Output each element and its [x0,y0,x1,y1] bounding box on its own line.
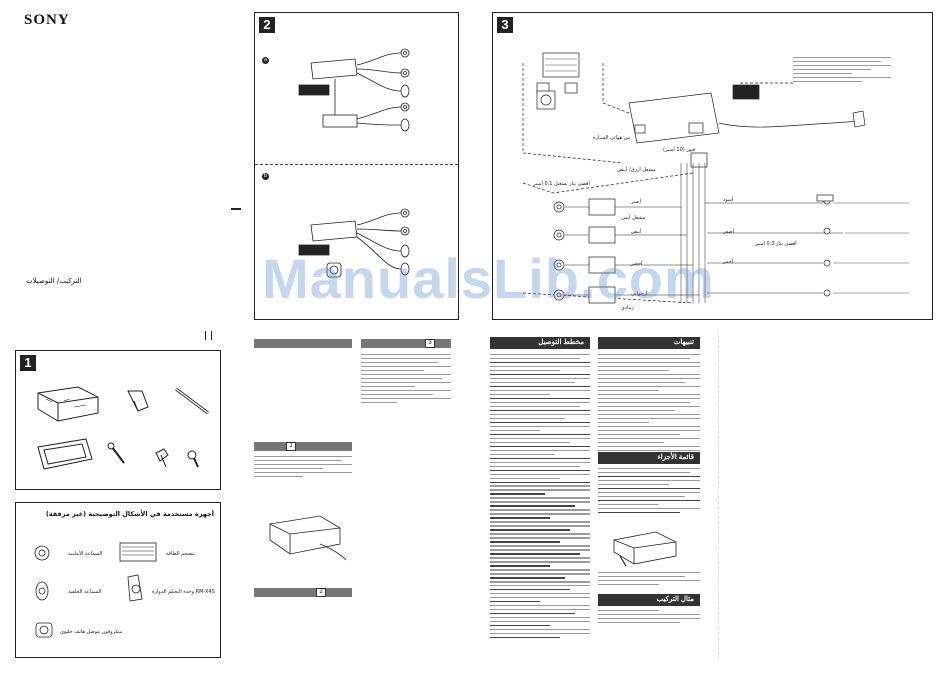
watermark: ManualsLib.com [262,247,715,310]
label-yellow: أصفر [723,229,734,235]
install-example-header: مثال التركيب [598,594,700,606]
figure-2-connections: 2 a b [254,12,459,320]
brand-logo: SONY [24,12,70,28]
label-red: أحمر [723,259,734,265]
section-number: 1 [286,442,296,451]
figure-2-wiring [298,48,410,278]
label-antenna: من هوائي السيارة [593,135,631,141]
label-max-current: أقصى تيار تشغيل 0.1 أمبير [533,181,590,187]
rear-speaker-label: السماعة الخلفية [68,589,102,595]
label-fuse: فيوز (10 أمبير) [663,147,696,153]
label-white: أبيض [631,229,642,235]
power-amp-label: مضخم الطاقة [166,551,195,557]
wiring-body-text [490,354,590,641]
install-example-body [598,610,700,626]
column-header-bar: 1 [254,442,352,451]
note-text [793,57,891,85]
wiring-lines [522,52,909,304]
column-marker [211,331,212,340]
label-striped-right: مشعل أيمن [621,215,646,221]
body-text [254,456,352,480]
column-header-bar: 2 [254,588,352,597]
label-max-current-03: أقصى تيار 0.3 أمبير [755,241,797,247]
label-green: أخضر [631,261,643,267]
rotary-commander-label: وحدة التحكم الدوارة RM-X4S [152,589,215,595]
release-key-illustration [613,531,677,567]
column-marker [205,331,206,340]
column-header-bar: 3 [361,339,451,348]
fold-line [718,330,719,660]
label-blue-white: مشعل أزرق/ أبيض [617,167,656,173]
install-example-header-title: مثال التركيب [656,596,694,603]
figure-1-parts: 1 [15,350,221,490]
figure-3-wiring-diagram: 3 [492,12,933,320]
column-header-bar [254,339,352,348]
parts-list-header-title: قائمة الأجزاء [657,454,694,461]
parts-list-header: قائمة الأجزاء [598,452,700,464]
cautions-body-text [598,354,700,454]
label-purple: أرجواني [631,291,648,297]
label-gray: رمادي [621,305,634,311]
label-black: أسود [723,197,734,203]
subfigure-b-marker: b [262,173,269,180]
parts-list-body-text [598,468,700,516]
wiring-header-title: مخطط التوصيل [538,339,584,346]
figure-number: 1 [20,355,36,371]
figure-number: 2 [259,17,275,33]
label-left: أيسر [631,199,641,205]
body-text [361,354,451,406]
optional-equipment-title: أجهزة مستخدمة في الأشكال التوضيحية (غير … [45,510,214,518]
optional-equipment-illustration [34,542,157,638]
section-number: 3 [425,339,435,348]
wiring-header: مخطط التوصيل [490,337,590,349]
subfigure-a-marker: a [262,57,269,64]
parts-illustration [37,386,209,470]
page-subtitle: التركيب/ التوصيلات [26,277,82,285]
optional-equipment-box: أجهزة مستخدمة في الأشكال التوضيحية (غير … [15,502,221,658]
cautions-header-title: تنبيهات [673,339,694,346]
divider-dashed [255,164,458,165]
figure-number: 3 [497,17,513,33]
cautions-header: تنبيهات [598,337,700,349]
section-number: 2 [316,588,326,597]
parts-list-note [598,572,700,588]
mic-cellphone-label: ميكروفون موصل هاتف خليوي [60,629,123,635]
install-illustration [269,515,347,561]
dash-mark [231,208,241,210]
front-speaker-label: السماعة الأمامية [68,551,103,557]
